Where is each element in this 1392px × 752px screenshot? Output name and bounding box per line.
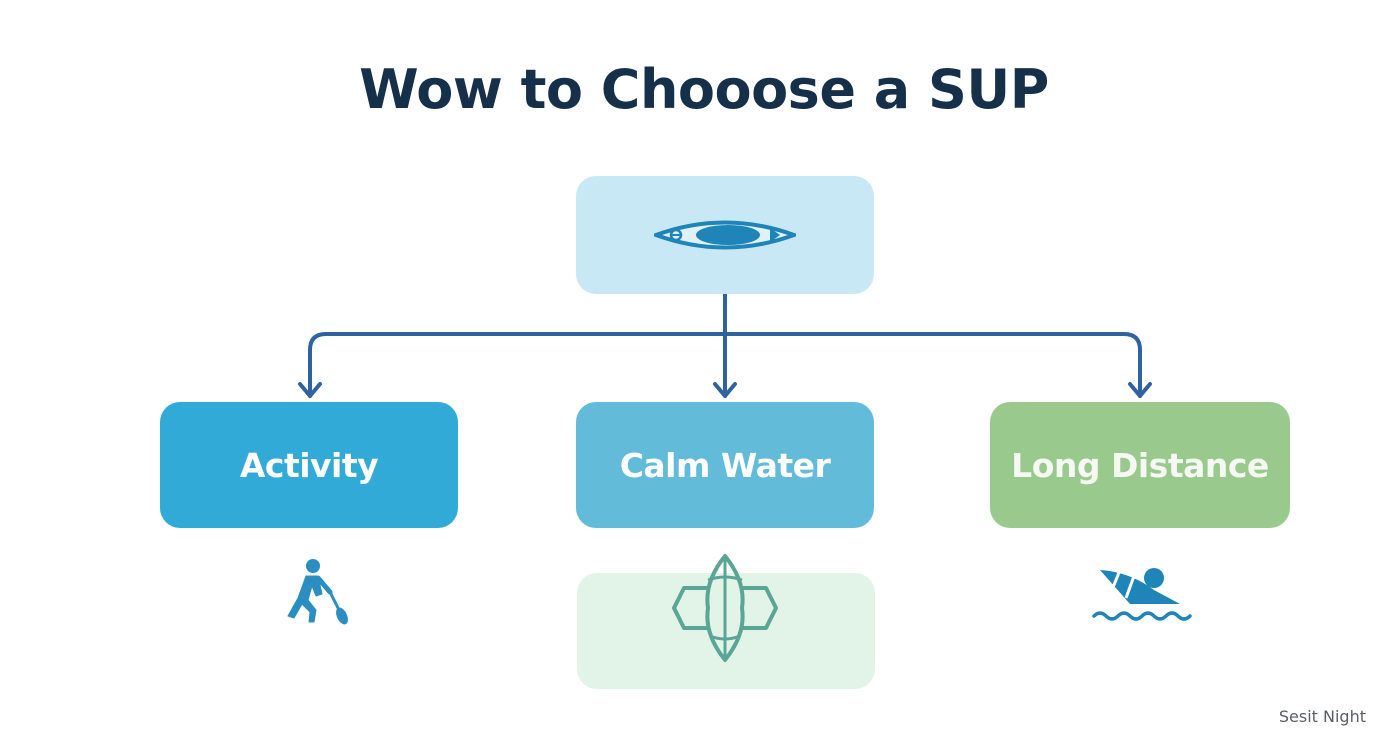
board-fins-icon [672, 554, 778, 662]
sup-board-icon [654, 220, 796, 250]
kayaker-waves-icon [1092, 568, 1192, 621]
arrow-head-calm-water [713, 382, 737, 398]
arrow-head-activity [298, 382, 322, 398]
arrow-root-to-long-distance [723, 332, 1142, 398]
arrow-head-long-distance [1128, 382, 1152, 398]
paddler-icon [287, 559, 348, 625]
watermark: Sesit Night [1278, 707, 1366, 726]
activity-node[interactable]: Activity [160, 402, 458, 528]
long-distance-node[interactable]: Long Distance [990, 402, 1290, 528]
calm-water-label: Calm Water [619, 445, 831, 485]
root-node[interactable] [576, 176, 874, 294]
activity-label: Activity [239, 445, 379, 485]
diagram-title: Wow to Chooose a SUP [359, 58, 1049, 121]
long-distance-label: Long Distance [1011, 445, 1269, 485]
arrow-root-to-activity [308, 332, 727, 398]
calm-water-node[interactable]: Calm Water [576, 402, 874, 528]
